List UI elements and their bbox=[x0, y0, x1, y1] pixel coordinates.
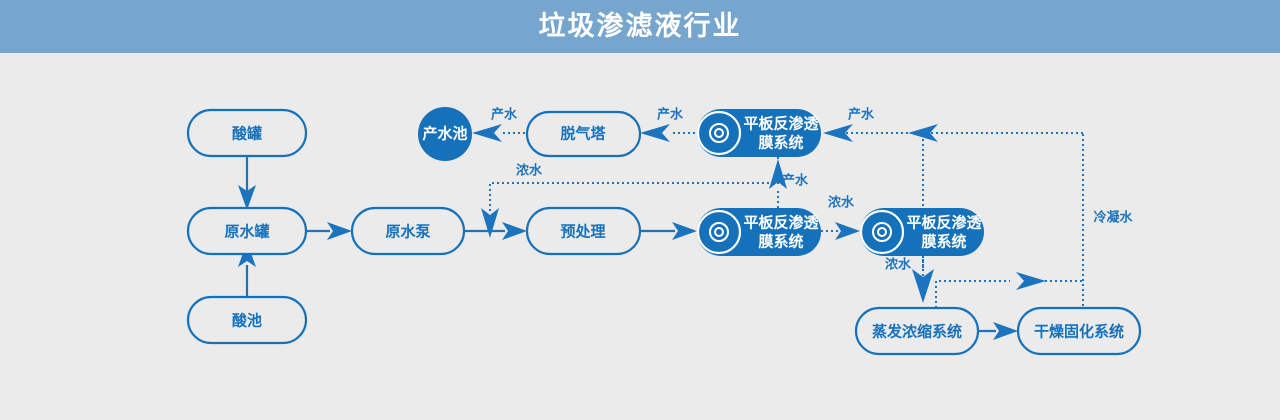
edge-degas-to-product-pool bbox=[472, 124, 525, 142]
edge-pretreatment-to-ro-mid bbox=[640, 222, 697, 240]
edge-evaporation-to-drying bbox=[978, 322, 1018, 340]
node-degas-tower[interactable]: 脱气塔 bbox=[525, 110, 642, 158]
diagram-canvas: 酸罐 原水罐 酸池 原水泵 预处理 bbox=[0, 53, 1280, 420]
edge-label-product-water-to-degas: 产水 bbox=[657, 107, 684, 123]
node-acid-tank[interactable]: 酸罐 bbox=[186, 108, 308, 158]
node-ro-membrane-top-label-line1: 平板反渗透 bbox=[743, 115, 819, 133]
node-ro-membrane-right-label-line1: 平板反渗透 bbox=[906, 214, 982, 232]
node-drying-system-label: 干燥固化系统 bbox=[1034, 323, 1124, 341]
edge-pump-to-pretreatment bbox=[464, 222, 527, 240]
node-raw-water-tank-label: 原水罐 bbox=[224, 223, 269, 241]
node-raw-water-pump-label: 原水泵 bbox=[385, 223, 430, 241]
node-acid-tank-label: 酸罐 bbox=[232, 125, 262, 143]
node-raw-water-tank[interactable]: 原水罐 bbox=[186, 206, 308, 256]
node-pretreatment[interactable]: 预处理 bbox=[525, 206, 642, 256]
edge-label-product-water-to-pool: 产水 bbox=[491, 107, 518, 123]
node-ro-membrane-mid[interactable]: 平板反渗透 膜系统 bbox=[696, 208, 821, 256]
node-drying-system[interactable]: 干燥固化系统 bbox=[1016, 306, 1142, 356]
node-ro-membrane-mid-label-line2: 膜系统 bbox=[758, 233, 803, 251]
membrane-disc-icon bbox=[696, 209, 742, 255]
node-ro-membrane-right[interactable]: 平板反渗透 膜系统 bbox=[859, 208, 984, 256]
node-product-water-pool-label: 产水池 bbox=[422, 125, 467, 143]
edge-raw-water-tank-to-pump bbox=[306, 222, 352, 240]
node-degas-tower-label: 脱气塔 bbox=[560, 125, 606, 143]
edge-acid-tank-to-raw-water-tank bbox=[238, 156, 256, 210]
edge-right-recycle-product-water bbox=[823, 124, 1083, 142]
membrane-disc-icon bbox=[859, 209, 905, 255]
edge-ro-right-to-evaporation-concentrate bbox=[912, 256, 934, 303]
edge-label-concentrate-recycle: 浓水 bbox=[516, 163, 543, 179]
edge-ro-mid-to-ro-right-concentrate bbox=[821, 222, 860, 240]
edge-evaporation-to-condensate-bus bbox=[935, 272, 1083, 308]
node-raw-water-pump[interactable]: 原水泵 bbox=[350, 206, 466, 256]
page-title: 垃圾渗滤液行业 bbox=[538, 11, 742, 42]
node-pretreatment-label: 预处理 bbox=[560, 223, 605, 241]
edge-label-concentrate-to-right: 浓水 bbox=[828, 195, 855, 211]
node-ro-membrane-top[interactable]: 平板反渗透 膜系统 bbox=[696, 109, 821, 157]
process-flow-diagram: 酸罐 原水罐 酸池 原水泵 预处理 bbox=[186, 107, 1142, 356]
node-acid-pool-label: 酸池 bbox=[232, 312, 262, 330]
node-acid-pool[interactable]: 酸池 bbox=[186, 295, 308, 345]
node-ro-membrane-top-label-line2: 膜系统 bbox=[758, 134, 803, 152]
node-evaporation-system-label: 蒸发浓缩系统 bbox=[872, 323, 962, 341]
edge-label-product-water-recycle: 产水 bbox=[848, 107, 875, 123]
edge-label-concentrate-to-evap: 浓水 bbox=[885, 257, 912, 273]
membrane-disc-icon bbox=[696, 110, 742, 156]
node-evaporation-system[interactable]: 蒸发浓缩系统 bbox=[854, 306, 980, 356]
page-header: 垃圾渗滤液行业 bbox=[0, 0, 1280, 53]
node-product-water-pool[interactable]: 产水池 bbox=[418, 107, 472, 161]
edge-label-condensate: 冷凝水 bbox=[1093, 210, 1133, 226]
node-ro-membrane-mid-label-line1: 平板反渗透 bbox=[743, 214, 819, 232]
edge-label-product-water-riser: 产水 bbox=[782, 173, 809, 189]
node-ro-membrane-right-label-line2: 膜系统 bbox=[921, 233, 966, 251]
edge-ro-top-concentrate-recycle bbox=[481, 157, 779, 238]
edge-ro-top-to-degas-product-water bbox=[640, 124, 695, 142]
